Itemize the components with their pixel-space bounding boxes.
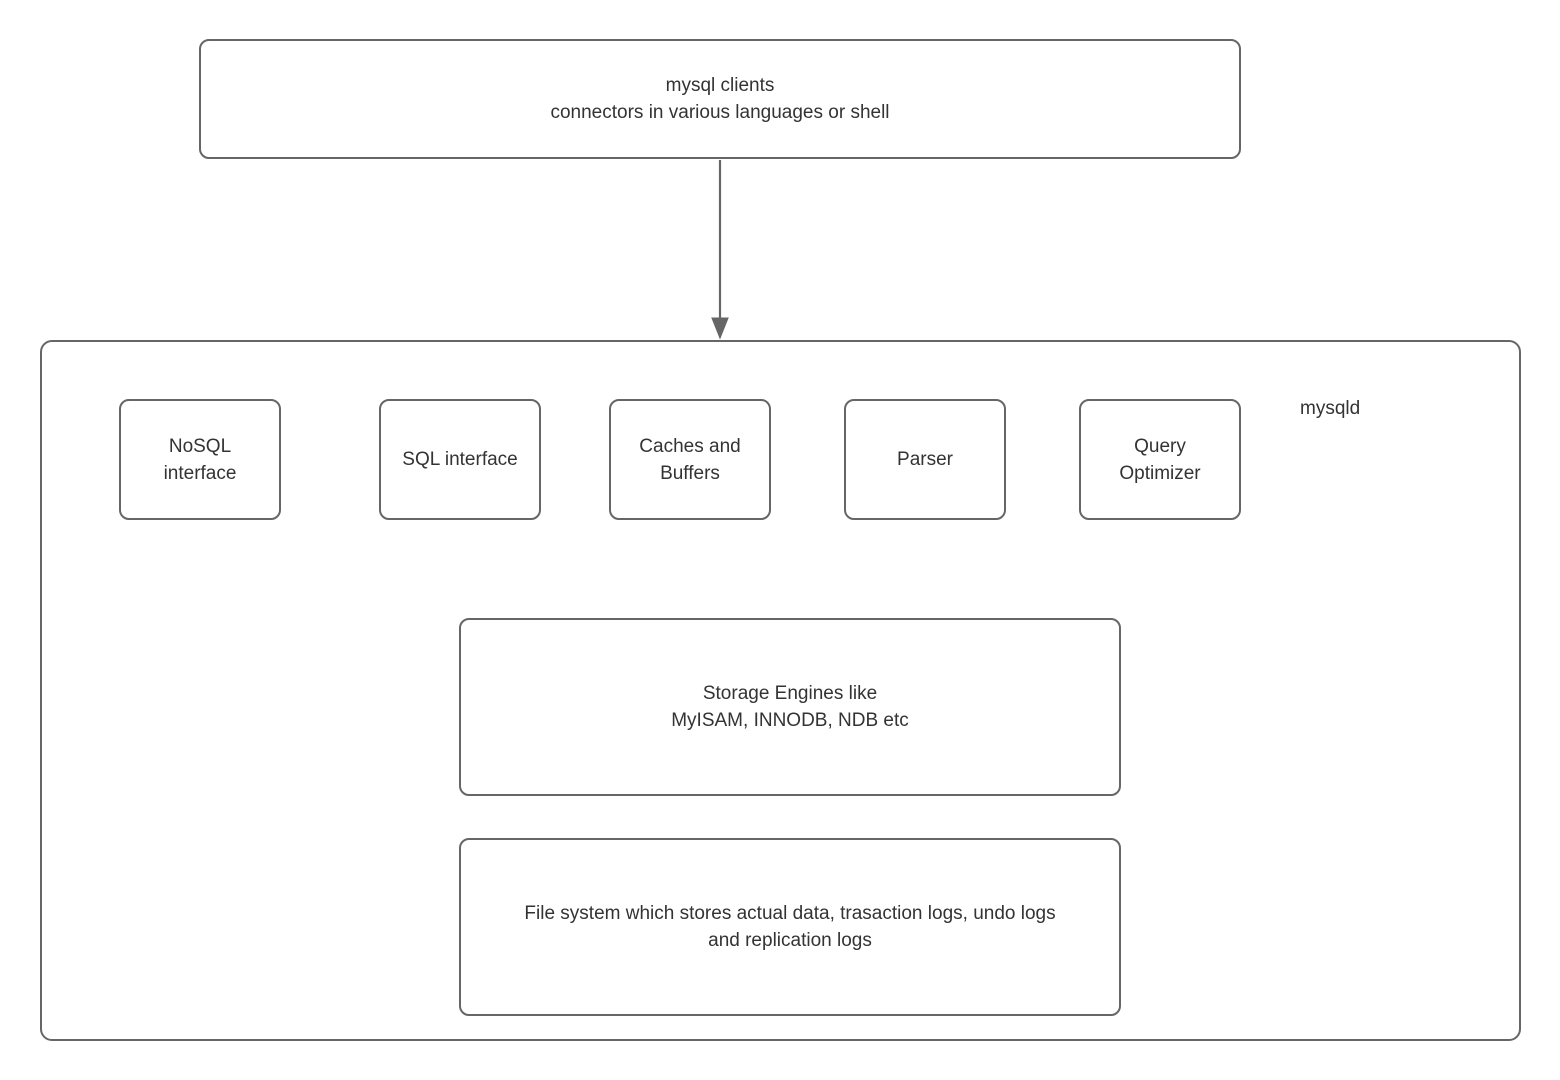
node-storage-engines: Storage Engines like MyISAM, INNODB, NDB… <box>459 618 1121 796</box>
node-caches-and-buffers: Caches and Buffers <box>609 399 771 520</box>
node-query-optimizer: Query Optimizer <box>1079 399 1241 520</box>
node-file-system: File system which stores actual data, tr… <box>459 838 1121 1016</box>
mysqld-label: mysqld <box>1300 398 1361 419</box>
node-sql-interface: SQL interface <box>379 399 541 520</box>
mysql-clients-box: mysql clients connectors in various lang… <box>199 39 1241 159</box>
node-nosql-interface: NoSQL interface <box>119 399 281 520</box>
node-parser: Parser <box>844 399 1006 520</box>
